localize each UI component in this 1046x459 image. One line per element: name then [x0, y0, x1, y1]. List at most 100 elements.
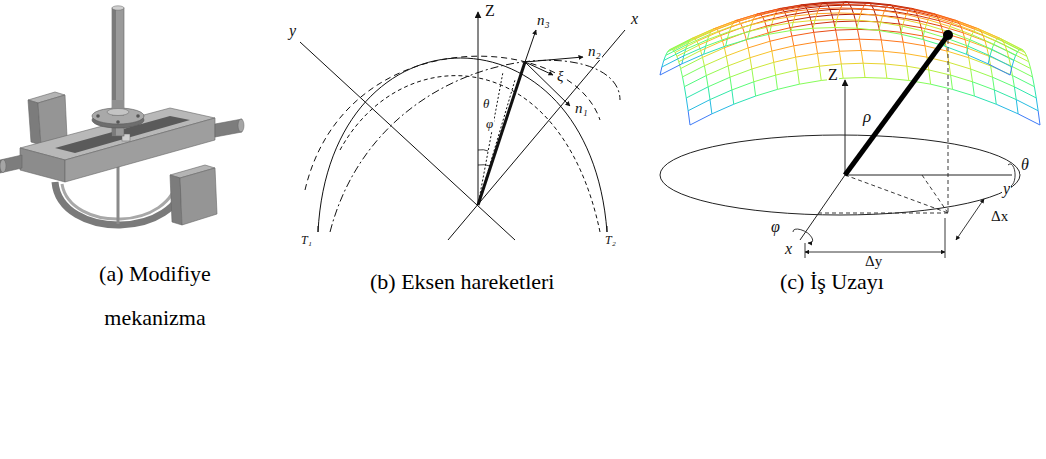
- mesh-line: [835, 27, 857, 29]
- mesh-line: [926, 25, 948, 32]
- angle-label: φ: [770, 218, 781, 236]
- mesh-line: [682, 54, 704, 64]
- mesh-line: [886, 7, 908, 11]
- mesh-line: [755, 11, 777, 16]
- mesh-line: [857, 20, 859, 28]
- mesh-line: [918, 16, 920, 21]
- mesh-line: [683, 77, 685, 87]
- mesh-line: [808, 10, 830, 12]
- mesh-line: [924, 25, 926, 32]
- mesh-line: [904, 20, 926, 25]
- mesh-line: [992, 44, 994, 49]
- mesh-line: [950, 23, 952, 27]
- mesh-line: [769, 30, 791, 34]
- mesh-line: [905, 53, 907, 66]
- mesh-line: [796, 53, 818, 57]
- mesh-line: [924, 31, 946, 38]
- mesh-line: [907, 66, 909, 80]
- mesh-line: [876, 15, 878, 22]
- mesh-line: [683, 66, 705, 77]
- mesh-line: [712, 104, 734, 114]
- mesh-line: [1021, 49, 1023, 51]
- mesh-line: [1011, 66, 1013, 76]
- mesh-line: [769, 26, 771, 34]
- mesh-line: [859, 39, 881, 41]
- mesh-line: [774, 57, 796, 62]
- mesh-line: [836, 29, 858, 31]
- workspace-diagram: [660, 30, 1020, 258]
- angle-label: θ: [1020, 156, 1030, 174]
- point-label: T₁: [300, 234, 313, 247]
- mesh-line: [703, 57, 705, 65]
- mesh-line: [1005, 45, 1007, 50]
- mesh-line: [839, 8, 841, 13]
- mesh-line: [706, 38, 728, 46]
- mechanism-drawing: [0, 6, 244, 225]
- mesh-line: [859, 20, 881, 22]
- mesh-line: [952, 23, 974, 31]
- axis-label: y: [1002, 180, 1011, 198]
- mesh-line: [788, 17, 810, 21]
- mesh-line: [1016, 100, 1018, 114]
- mesh-line: [863, 63, 885, 65]
- mesh-line: [969, 58, 971, 69]
- mesh-line: [728, 66, 730, 77]
- mesh-line: [971, 69, 993, 77]
- mesh-line: [906, 15, 928, 20]
- dimension-label: Δy: [864, 253, 883, 270]
- mesh-line: [746, 40, 748, 48]
- mesh-line: [881, 40, 903, 42]
- mesh-line: [748, 31, 750, 39]
- mesh-line: [973, 82, 995, 90]
- mesh-line: [813, 20, 815, 28]
- mesh-line: [921, 28, 923, 36]
- mesh-line: [978, 28, 980, 30]
- mesh-line: [966, 46, 968, 54]
- mesh-line: [1013, 76, 1015, 87]
- mesh-line: [832, 15, 834, 22]
- dimension-label: Δx: [990, 208, 1009, 225]
- mesh-line: [991, 66, 993, 77]
- mesh-line: [866, 3, 888, 5]
- caption: (a) Modifiye mekanizma: [79, 252, 231, 340]
- mesh-line: [864, 5, 886, 7]
- mesh-line: [662, 56, 684, 67]
- mesh-line: [774, 62, 776, 75]
- mesh-line: [818, 51, 840, 53]
- mesh-line: [703, 48, 725, 58]
- mesh-line: [786, 16, 788, 21]
- mesh-line: [750, 51, 772, 58]
- mesh-line: [923, 31, 925, 39]
- mesh-line: [843, 77, 865, 79]
- mesh-line: [963, 33, 985, 41]
- mesh-line: [973, 82, 975, 96]
- mesh-line: [729, 25, 751, 32]
- mesh-line: [1033, 77, 1035, 87]
- mesh-line: [686, 40, 708, 50]
- mesh-line: [979, 29, 981, 31]
- mesh-line: [999, 38, 1001, 40]
- mesh-line: [813, 27, 835, 29]
- mesh-line: [799, 5, 821, 7]
- mesh-line: [821, 4, 843, 6]
- mesh-line: [730, 77, 732, 90]
- mesh-line: [704, 56, 726, 66]
- mesh-line: [972, 31, 974, 35]
- axis-diagram: [300, 12, 625, 240]
- mesh-line: [823, 2, 845, 4]
- mesh-line: [1013, 76, 1035, 87]
- caption: (c) İş Uzayı: [779, 270, 885, 294]
- mesh-line: [837, 19, 859, 21]
- mesh-line: [967, 48, 989, 56]
- mesh-line: [660, 64, 682, 75]
- mesh-line: [968, 46, 990, 56]
- mesh-line: [863, 63, 865, 77]
- mesh-line: [748, 41, 770, 48]
- mesh-line: [710, 90, 732, 100]
- mesh-line: [972, 35, 994, 45]
- mesh-line: [966, 54, 988, 64]
- mesh-line: [819, 7, 841, 9]
- mesh-line: [1001, 39, 1003, 41]
- mesh-line: [996, 41, 1018, 52]
- mesh-line: [790, 24, 812, 28]
